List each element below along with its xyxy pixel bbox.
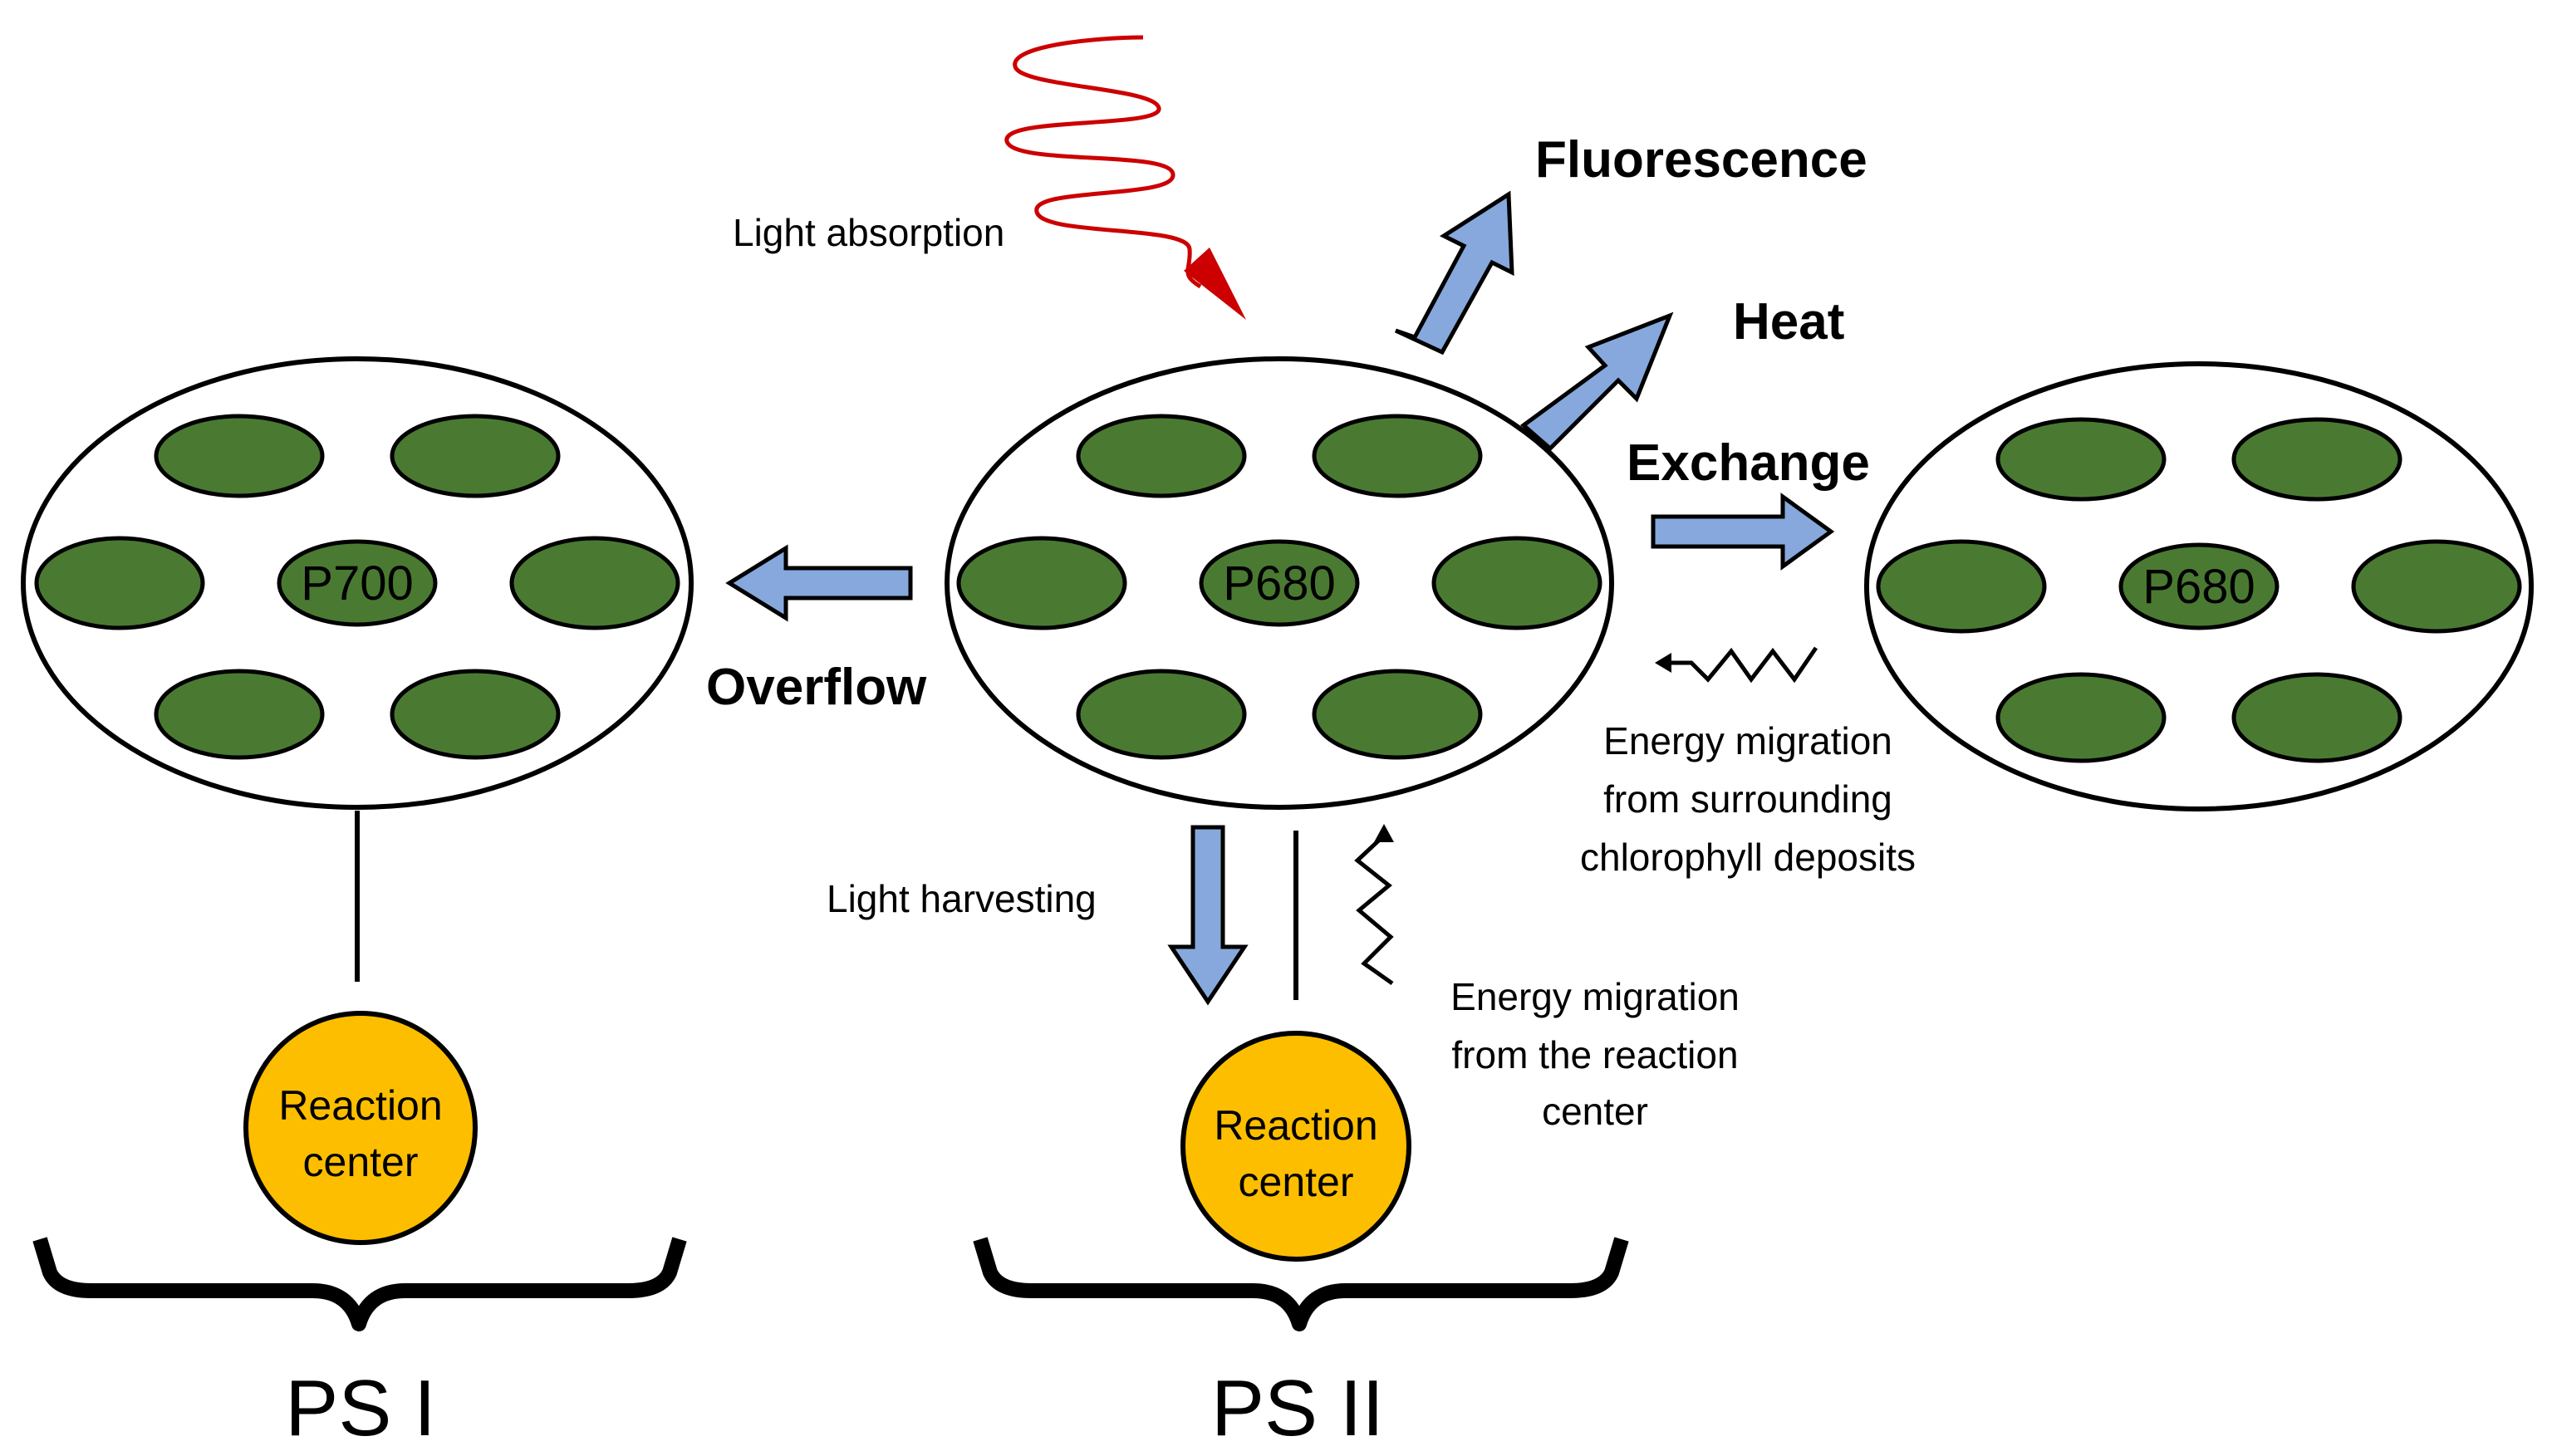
ps1-reaction-center-line2: center bbox=[303, 1139, 419, 1185]
overflow-transfer: Overflow bbox=[706, 544, 927, 716]
chlorophyll bbox=[390, 414, 561, 498]
chlorophyll bbox=[2351, 539, 2522, 634]
migration-squiggle bbox=[1665, 646, 1818, 684]
light-arrowhead bbox=[1184, 248, 1246, 320]
p680-chlorophyll bbox=[1199, 539, 1360, 627]
light-absorption: Light absorption bbox=[733, 35, 1246, 320]
neighbor-p680-label: P680 bbox=[2142, 560, 2255, 614]
ps2-label: PS II bbox=[1211, 1364, 1384, 1453]
chlorophyll bbox=[154, 669, 325, 760]
fluorescence-output: Fluorescence bbox=[1394, 131, 1867, 355]
fluorescence-arrow bbox=[1394, 190, 1514, 355]
chlorophyll bbox=[1312, 669, 1483, 760]
ps1-reaction-center-line1: Reaction bbox=[278, 1082, 442, 1129]
migration-arrowhead bbox=[1655, 653, 1671, 673]
light-absorption-label: Light absorption bbox=[733, 211, 1004, 254]
chlorophyll bbox=[509, 536, 680, 630]
fluorescence-label: Fluorescence bbox=[1535, 131, 1867, 189]
ps1-chlorophyll-group: P700 bbox=[34, 414, 680, 760]
ps2-reaction-center-line1: Reaction bbox=[1214, 1102, 1377, 1149]
p680-chlorophyll bbox=[2118, 542, 2280, 630]
energy-migration-surrounding-line2: from surrounding bbox=[1603, 777, 1892, 821]
chlorophyll bbox=[1076, 414, 1247, 498]
ps1-reaction-center-group: Reaction center PS I bbox=[32, 811, 687, 1453]
ps1-reaction-center bbox=[243, 1011, 478, 1245]
chlorophyll bbox=[34, 536, 205, 630]
ps1-brace bbox=[32, 1237, 687, 1331]
overflow-label: Overflow bbox=[706, 659, 927, 716]
p700-chlorophyll bbox=[277, 539, 438, 627]
ps2-chlorophyll-group: P680 bbox=[956, 414, 1602, 760]
chlorophyll bbox=[2231, 672, 2402, 763]
p680-label: P680 bbox=[1223, 556, 1335, 610]
return-migration-arrowhead bbox=[1374, 824, 1394, 842]
energy-migration-surrounding-line3: chlorophyll deposits bbox=[1580, 836, 1916, 879]
energy-migration-surrounding-line1: Energy migration bbox=[1603, 719, 1892, 762]
chlorophyll bbox=[1995, 672, 2167, 763]
neighbor-chlorophyll-group: P680 bbox=[1876, 417, 2522, 763]
ps1-label: PS I bbox=[285, 1364, 435, 1453]
heat-output: Heat bbox=[1520, 293, 1844, 452]
p700-label: P700 bbox=[301, 556, 413, 610]
exchange-label: Exchange bbox=[1627, 434, 1870, 492]
energy-migration-rc-line1: Energy migration bbox=[1450, 975, 1740, 1018]
ps2-brace bbox=[973, 1237, 1629, 1331]
chlorophyll bbox=[154, 414, 325, 498]
light-harvesting-label: Light harvesting bbox=[827, 877, 1097, 920]
heat-label: Heat bbox=[1733, 293, 1844, 351]
heat-arrow bbox=[1520, 311, 1674, 452]
ps2-reaction-center bbox=[1180, 1031, 1411, 1262]
ps1-antenna-complex: P700 bbox=[21, 356, 694, 810]
chlorophyll bbox=[390, 669, 561, 760]
return-migration-squiggle bbox=[1354, 834, 1394, 986]
light-wave bbox=[1004, 35, 1202, 289]
energy-migration-surrounding: Energy migration from surrounding chloro… bbox=[1580, 646, 1916, 879]
chlorophyll bbox=[1431, 536, 1602, 630]
exchange-arrow bbox=[1651, 493, 1835, 571]
energy-migration-rc-line2: from the reaction bbox=[1451, 1033, 1738, 1076]
chlorophyll bbox=[1876, 539, 2047, 634]
chlorophyll bbox=[1312, 414, 1483, 498]
light-harvesting-arrow bbox=[1167, 825, 1249, 1006]
overflow-arrow bbox=[725, 544, 913, 622]
energy-migration-rc-line3: center bbox=[1542, 1090, 1648, 1133]
ps2-reaction-center-group: Light harvesting Energy migration from t… bbox=[827, 824, 1740, 1453]
chlorophyll bbox=[956, 536, 1127, 630]
ps2-reaction-center-line2: center bbox=[1239, 1159, 1354, 1205]
exchange-transfer: Exchange bbox=[1627, 434, 1870, 571]
ps2-antenna-complex: P680 bbox=[945, 356, 1614, 810]
chlorophyll bbox=[1076, 669, 1247, 760]
chlorophyll bbox=[2231, 417, 2402, 502]
chlorophyll bbox=[1995, 417, 2167, 502]
neighbor-antenna-complex: P680 bbox=[1864, 361, 2534, 811]
